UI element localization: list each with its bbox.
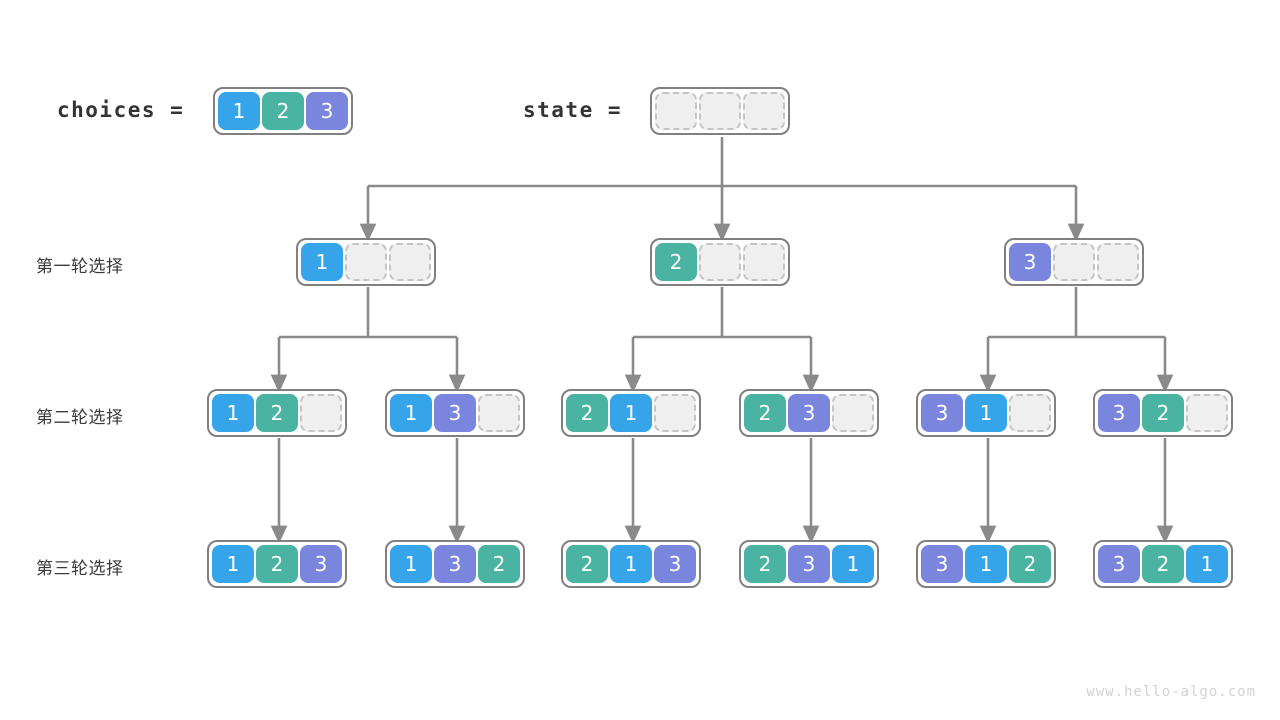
- tree-node-l2-4-cell-2: [1009, 394, 1051, 432]
- state-cell-1: [699, 92, 741, 130]
- tree-node-l2-5-cell-2: [1186, 394, 1228, 432]
- tree-node-l1-0-cell-2: [389, 243, 431, 281]
- tree-node-l2-0-cell-1: 2: [256, 394, 298, 432]
- choices-cell-2: 3: [306, 92, 348, 130]
- tree-node-l2-3-cell-2: [832, 394, 874, 432]
- tree-node-l3-3-cell-1: 3: [788, 545, 830, 583]
- tree-node-l2-4-cell-1: 1: [965, 394, 1007, 432]
- tree-node-l2-2-cell-0: 2: [566, 394, 608, 432]
- choices-cell-1: 2: [262, 92, 304, 130]
- tree-node-l2-5-cell-0: 3: [1098, 394, 1140, 432]
- tree-node-l3-1-cell-2: 2: [478, 545, 520, 583]
- tree-node-l1-1-cell-2: [743, 243, 785, 281]
- tree-node-l3-5-cell-0: 3: [1098, 545, 1140, 583]
- tree-node-l1-2-cell-2: [1097, 243, 1139, 281]
- tree-node-l2-1-cell-2: [478, 394, 520, 432]
- tree-node-l3-1-cell-1: 3: [434, 545, 476, 583]
- tree-node-l3-2-cell-0: 2: [566, 545, 608, 583]
- tree-node-l2-3-cell-1: 3: [788, 394, 830, 432]
- tree-node-l1-1: 2: [650, 238, 790, 286]
- tree-node-l3-2-cell-2: 3: [654, 545, 696, 583]
- tree-node-l2-0-cell-2: [300, 394, 342, 432]
- tree-node-l3-4-cell-0: 3: [921, 545, 963, 583]
- tree-node-l1-0-cell-0: 1: [301, 243, 343, 281]
- row-label-round-2: 第二轮选择: [36, 408, 124, 428]
- row-label-round-1: 第一轮选择: [36, 257, 124, 277]
- tree-node-l2-2-cell-1: 1: [610, 394, 652, 432]
- state-array: [650, 87, 790, 135]
- tree-node-l1-1-cell-1: [699, 243, 741, 281]
- tree-node-l2-1-cell-1: 3: [434, 394, 476, 432]
- tree-node-l1-2: 3: [1004, 238, 1144, 286]
- tree-node-l3-4-cell-2: 2: [1009, 545, 1051, 583]
- tree-node-l3-0-cell-1: 2: [256, 545, 298, 583]
- tree-node-l2-4-cell-0: 3: [921, 394, 963, 432]
- tree-node-l2-3-cell-0: 2: [744, 394, 786, 432]
- state-label: state =: [523, 98, 623, 122]
- tree-node-l3-0-cell-0: 1: [212, 545, 254, 583]
- tree-node-l2-0-cell-0: 1: [212, 394, 254, 432]
- choices-cell-0: 1: [218, 92, 260, 130]
- state-cell-0: [655, 92, 697, 130]
- watermark: www.hello-algo.com: [1086, 684, 1256, 700]
- tree-node-l3-4-cell-1: 1: [965, 545, 1007, 583]
- tree-node-l3-2-cell-1: 1: [610, 545, 652, 583]
- tree-node-l2-2-cell-2: [654, 394, 696, 432]
- tree-node-l1-2-cell-1: [1053, 243, 1095, 281]
- tree-node-l2-5-cell-1: 2: [1142, 394, 1184, 432]
- tree-node-l1-0-cell-1: [345, 243, 387, 281]
- tree-node-l3-1-cell-0: 1: [390, 545, 432, 583]
- tree-node-l2-1-cell-0: 1: [390, 394, 432, 432]
- tree-node-l1-2-cell-0: 3: [1009, 243, 1051, 281]
- tree-node-l3-3-cell-0: 2: [744, 545, 786, 583]
- tree-node-l3-5-cell-1: 2: [1142, 545, 1184, 583]
- tree-node-l3-0-cell-2: 3: [300, 545, 342, 583]
- tree-node-l3-3-cell-2: 1: [832, 545, 874, 583]
- tree-node-l3-5-cell-2: 1: [1186, 545, 1228, 583]
- row-label-round-3: 第三轮选择: [36, 559, 124, 579]
- choices-label: choices =: [57, 98, 185, 122]
- tree-node-l1-0: 1: [296, 238, 436, 286]
- state-cell-2: [743, 92, 785, 130]
- tree-node-l1-1-cell-0: 2: [655, 243, 697, 281]
